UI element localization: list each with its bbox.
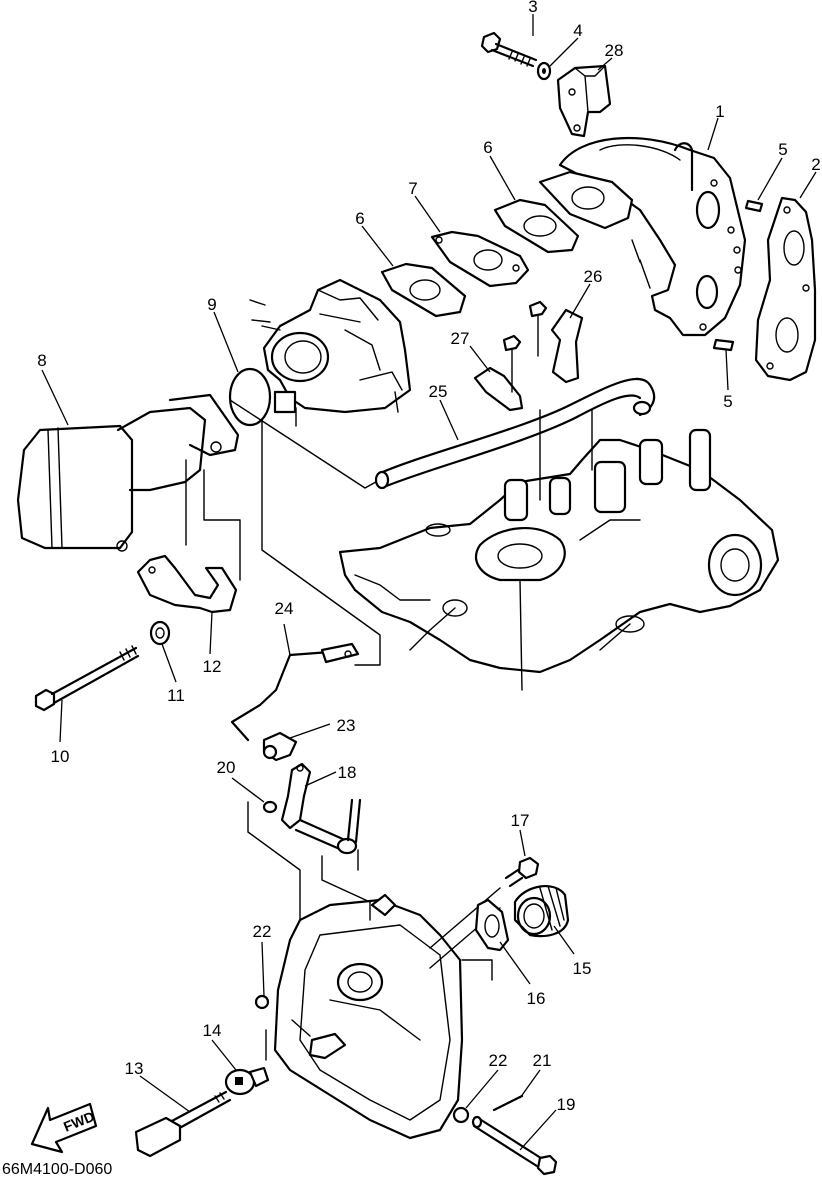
callout-18: 18 (338, 763, 357, 782)
part-22-washer-right (452, 1106, 470, 1124)
callout-2: 2 (811, 155, 820, 174)
part-2-gasket (754, 196, 817, 382)
part-18-lever-shaft (280, 762, 362, 855)
callout-23: 23 (337, 716, 356, 735)
part-17-screw (504, 856, 540, 888)
part-12-bracket (136, 554, 238, 614)
callout-10: 10 (51, 747, 70, 766)
part-24-link-rod (230, 642, 360, 742)
part-9-o-ring (228, 367, 272, 427)
part-6-gasket-upper (493, 198, 580, 254)
part-27-clamp (473, 334, 524, 412)
assembly-guide-lines-upper (185, 399, 593, 666)
part-7-plate (430, 230, 530, 288)
callout-24: 24 (275, 599, 294, 618)
callout-5-lower: 5 (723, 392, 732, 411)
part-28-bracket (556, 64, 612, 138)
callout-27: 27 (451, 329, 470, 348)
part-26-clip (528, 300, 584, 384)
part-3-bolt (480, 31, 538, 68)
callout-6-lower: 6 (355, 209, 364, 228)
callout-13: 13 (125, 1059, 144, 1078)
callout-8: 8 (37, 351, 46, 370)
callout-22-left: 22 (253, 922, 272, 941)
callout-3: 3 (528, 0, 537, 16)
callout-1: 1 (715, 102, 724, 121)
part-6-gasket-lower (380, 262, 467, 318)
part-23-ball-joint (262, 731, 298, 762)
callout-4: 4 (573, 21, 582, 40)
assembly-guide-lines-lower (247, 801, 501, 1061)
callout-16: 16 (527, 989, 546, 1008)
callout-14: 14 (203, 1021, 222, 1040)
part-19-long-bolt (471, 1115, 558, 1176)
part-5-dowel-pin-lower (712, 338, 735, 352)
callout-numbers: 3 4 28 1 5 2 5 6 7 6 9 8 26 27 25 12 11 … (37, 0, 820, 1114)
part-4-washer (536, 61, 552, 81)
part-13-choke-knob-rod (134, 1090, 232, 1158)
callout-26: 26 (584, 267, 603, 286)
part-16-gasket (474, 898, 510, 952)
callout-7: 7 (408, 179, 417, 198)
drawing-code: 66M4100-D060 (2, 1161, 112, 1178)
part-11-grommet (149, 620, 171, 646)
engine-block (338, 428, 780, 691)
callout-21: 21 (533, 1051, 552, 1070)
callout-12: 12 (203, 657, 222, 676)
callout-22-right: 22 (489, 1051, 508, 1070)
fwd-arrow-icon: FWD (30, 1102, 98, 1154)
part-15-rubber-boot (513, 885, 570, 938)
callout-leaders (41, 14, 817, 1151)
callout-15: 15 (573, 959, 592, 978)
part-5-dowel-pin-upper (744, 199, 764, 213)
carburetor (249, 278, 412, 427)
callout-11: 11 (167, 686, 185, 705)
callout-28: 28 (605, 41, 624, 60)
callout-5-upper: 5 (778, 140, 787, 159)
part-14-knob (224, 1066, 270, 1096)
callout-9: 9 (207, 295, 216, 314)
part-21-pin (492, 1094, 524, 1112)
part-25-fuel-hose (374, 377, 656, 490)
spacer-block (538, 170, 634, 230)
callout-6-upper: 6 (483, 138, 492, 157)
silencer-housing (273, 893, 464, 1140)
callout-19: 19 (557, 1095, 576, 1114)
callout-17: 17 (511, 811, 530, 830)
callout-20: 20 (217, 758, 236, 777)
part-1-intake-manifold (558, 136, 747, 337)
callout-25: 25 (429, 382, 448, 401)
part-22-washer-left (254, 994, 270, 1010)
part-10-long-bolt (34, 645, 140, 712)
part-8-intake-silencer (16, 393, 240, 552)
part-20-washer (262, 800, 278, 814)
